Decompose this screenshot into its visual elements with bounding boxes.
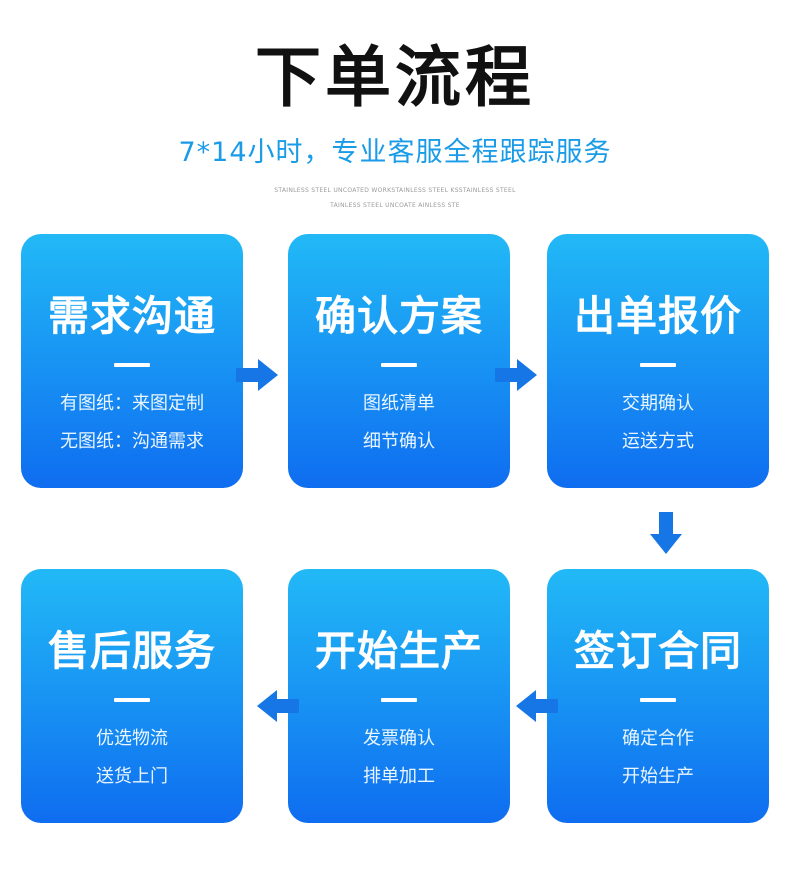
step-detail: 开始生产: [622, 766, 694, 787]
step-card-4: 签订合同 确定合作 开始生产: [547, 569, 769, 823]
arrow-left-icon: [257, 690, 299, 722]
step-detail: 运送方式: [622, 431, 694, 452]
step-detail: 有图纸：来图定制: [60, 393, 204, 414]
arrow-right-icon: [495, 359, 537, 391]
step-card-1: 需求沟通 有图纸：来图定制 无图纸：沟通需求: [21, 234, 243, 488]
step-title: 确认方案: [315, 292, 483, 340]
page-title: 下单流程: [255, 39, 535, 116]
step-detail: 发票确认: [363, 728, 435, 749]
arrow-right-icon: [236, 359, 278, 391]
step-title: 需求沟通: [48, 292, 216, 340]
step-card-5: 开始生产 发票确认 排单加工: [288, 569, 510, 823]
step-title: 开始生产: [315, 627, 483, 675]
page-subtitle: 7*14小时，专业客服全程跟踪服务: [178, 137, 612, 168]
step-divider: [114, 363, 150, 367]
arrow-left-icon: [516, 690, 558, 722]
decorative-fine-text-2: TAINLESS STEEL UNCOATE AINLESS STE: [330, 202, 460, 209]
step-card-2: 确认方案 图纸清单 细节确认: [288, 234, 510, 488]
step-divider: [640, 363, 676, 367]
step-detail: 优选物流: [96, 728, 168, 749]
step-divider: [381, 363, 417, 367]
step-title: 签订合同: [574, 627, 742, 675]
step-detail: 交期确认: [622, 393, 694, 414]
step-divider: [114, 698, 150, 702]
step-detail: 无图纸：沟通需求: [60, 431, 204, 452]
step-card-3: 出单报价 交期确认 运送方式: [547, 234, 769, 488]
step-detail: 确定合作: [622, 728, 694, 749]
step-card-6: 售后服务 优选物流 送货上门: [21, 569, 243, 823]
step-title: 出单报价: [574, 292, 742, 340]
step-title: 售后服务: [48, 627, 216, 675]
step-detail: 排单加工: [363, 766, 435, 787]
decorative-fine-text-1: STAINLESS STEEL UNCOATED WORKSTAINLESS S…: [274, 187, 516, 194]
step-divider: [381, 698, 417, 702]
step-divider: [640, 698, 676, 702]
step-detail: 图纸清单: [363, 393, 435, 414]
step-detail: 细节确认: [363, 431, 435, 452]
step-detail: 送货上门: [96, 766, 168, 787]
arrow-down-icon: [650, 512, 682, 554]
